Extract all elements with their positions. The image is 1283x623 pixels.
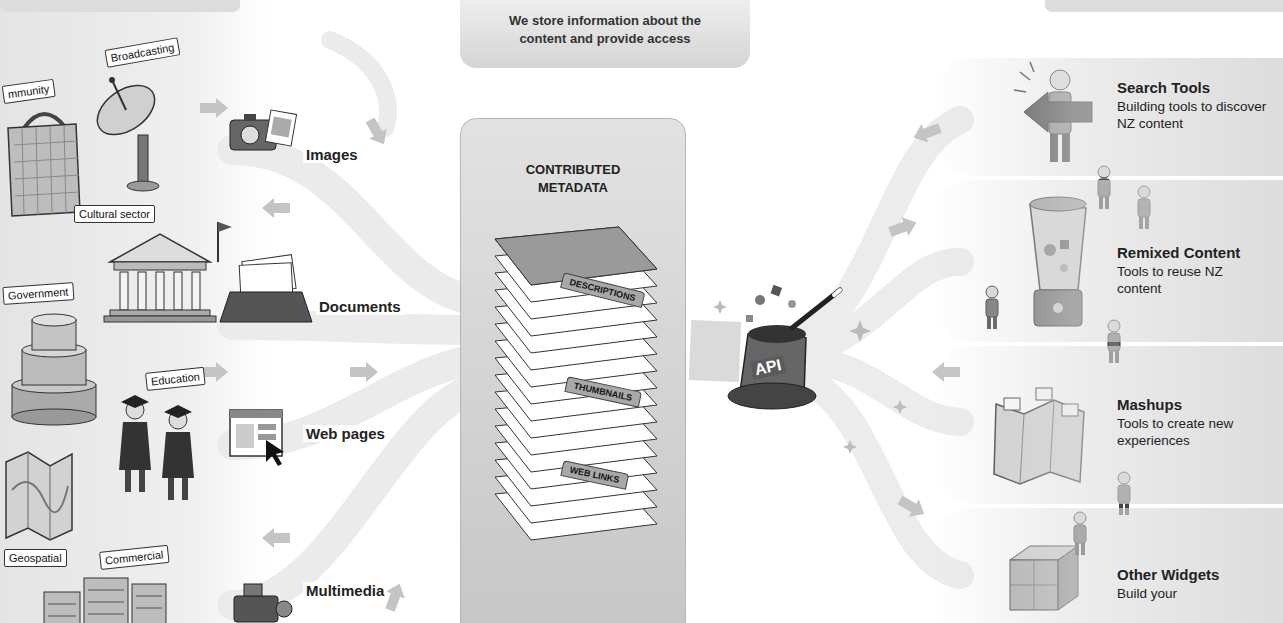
node-text: Geospatial <box>9 551 62 565</box>
panel-body: Tools to reuse NZ content <box>1117 263 1269 297</box>
output-panel: MashupsTools to create new experiences <box>930 346 1283 504</box>
metadata-panel: CONTRIBUTED METADATA <box>460 118 686 623</box>
panel-heading: Search Tools <box>1117 78 1283 97</box>
panel-body: Tools to create new experiences <box>1117 415 1269 449</box>
node-text: Education <box>150 369 200 388</box>
panel-heading: Remixed Content <box>1117 243 1283 262</box>
content-type-label: Documents <box>316 298 404 315</box>
output-panel: Search ToolsBuilding tools to discover N… <box>930 58 1283 176</box>
node-text: We store information about the content a… <box>488 12 722 48</box>
node-text: mmunity <box>7 82 50 102</box>
node-text: Cultural sector <box>79 207 150 221</box>
output-panel: Remixed ContentTools to reuse NZ content <box>930 180 1283 342</box>
node-text: Government <box>7 284 68 302</box>
panel-heading: Mashups <box>1117 395 1283 414</box>
panel-body: Building tools to discover NZ content <box>1117 98 1269 132</box>
content-type-label: Web pages <box>303 425 388 442</box>
sector-sign: Geospatial <box>4 549 67 567</box>
content-type-label: Images <box>303 146 361 163</box>
panel-body: Build your <box>1117 585 1269 602</box>
content-type-label: Multimedia <box>303 582 387 599</box>
sector-sign: Cultural sector <box>74 205 155 223</box>
output-panel: Other WidgetsBuild your <box>930 508 1283 623</box>
info-banner: We store information about the content a… <box>460 0 750 68</box>
node-text: CONTRIBUTED METADATA <box>503 161 643 197</box>
panel-heading: Other Widgets <box>1117 565 1283 584</box>
